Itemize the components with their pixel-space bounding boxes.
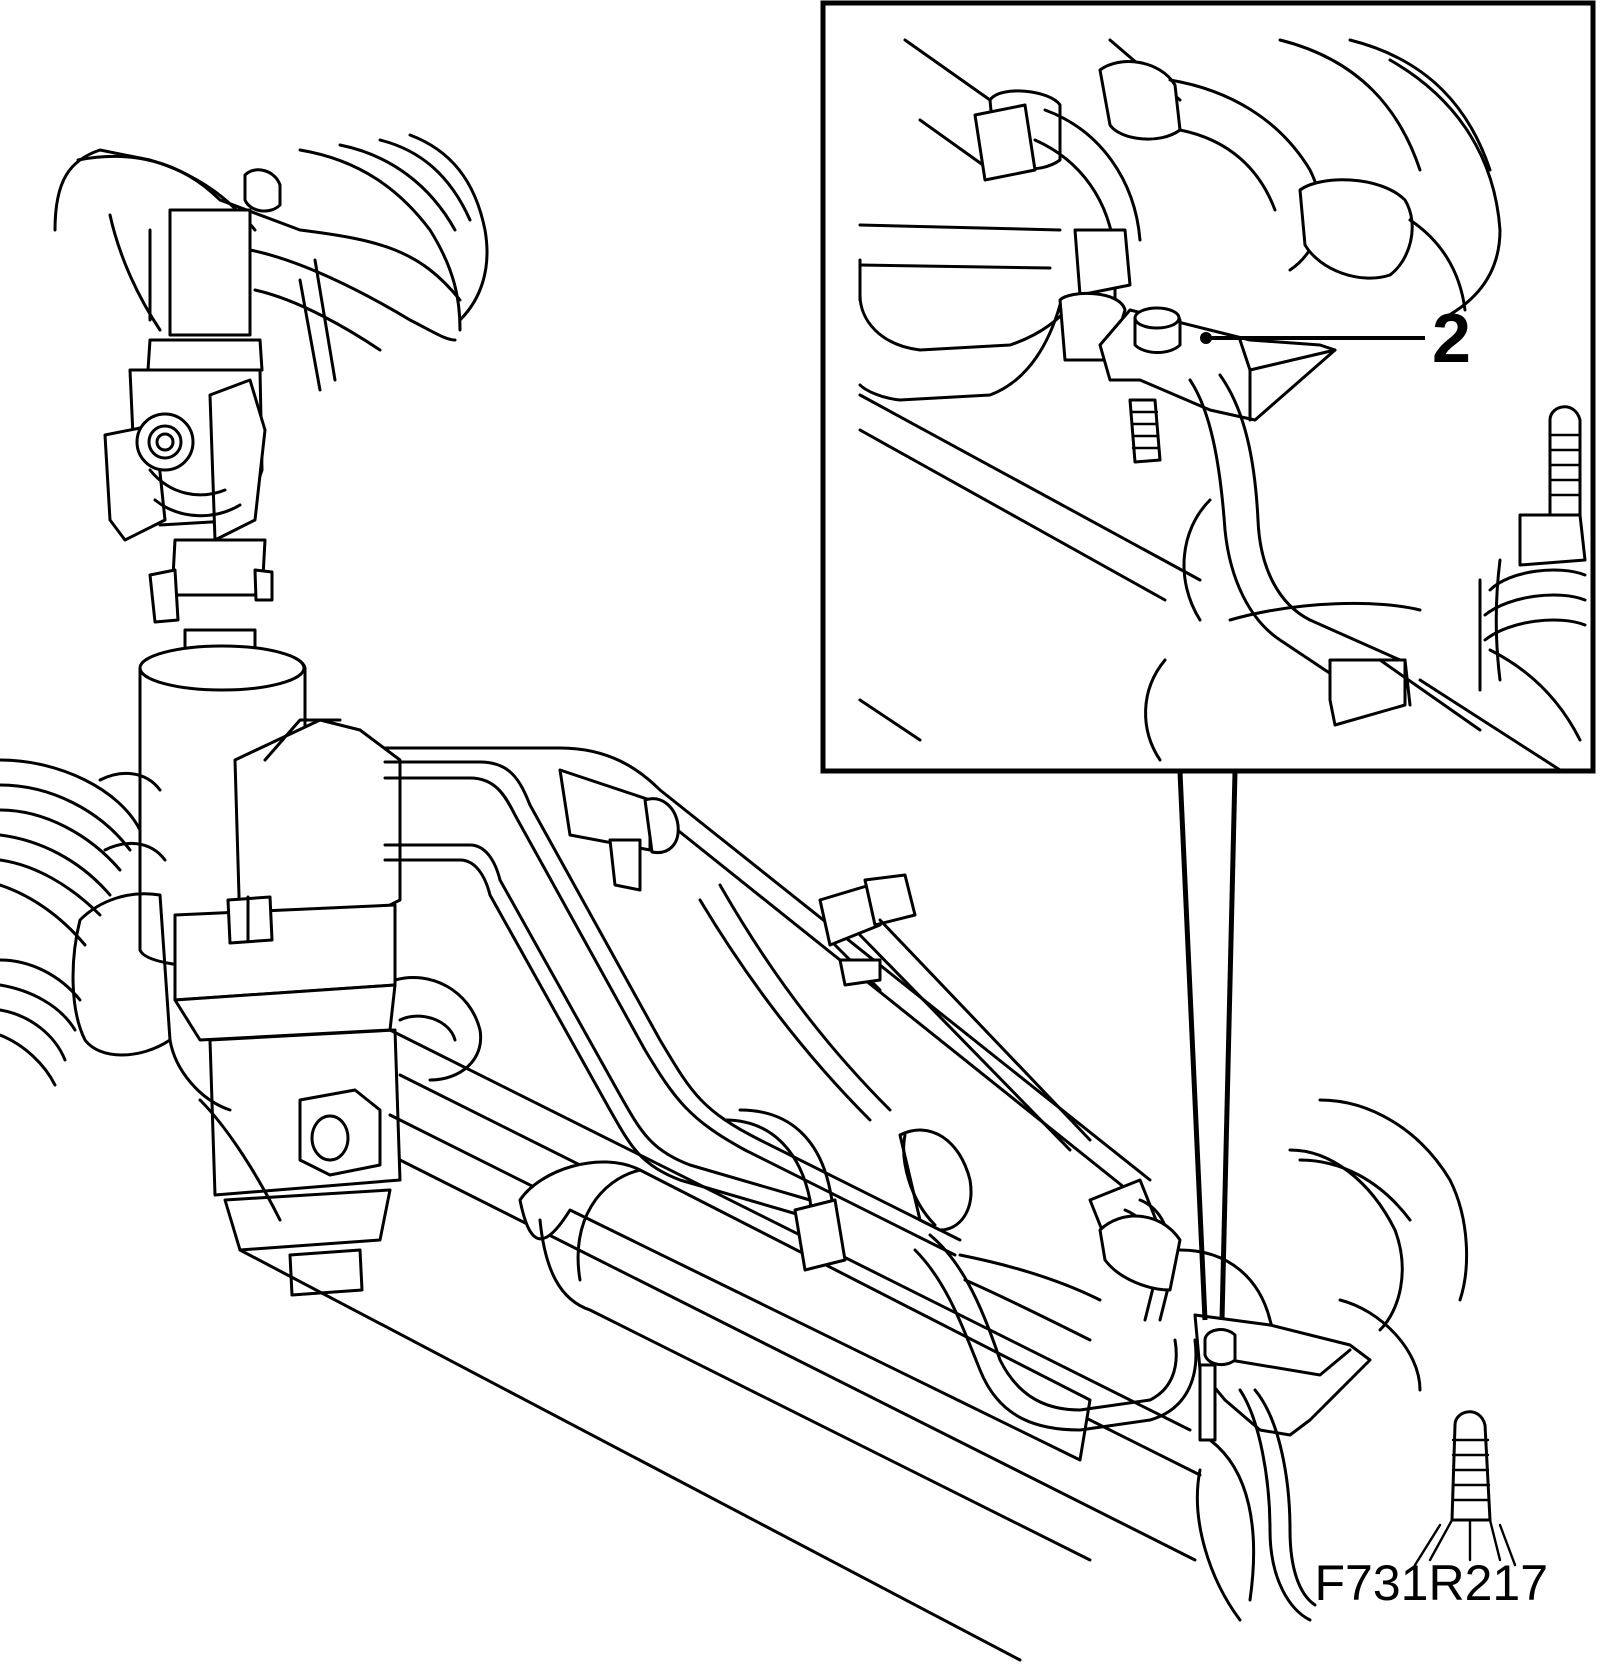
threaded-stud [1413, 1410, 1517, 1567]
detail-inset: 2 [820, 0, 1596, 774]
main-assembly [0, 133, 1517, 1662]
zoom-connector [1177, 771, 1238, 1321]
figure-id: F731R217 [1315, 1555, 1549, 1611]
mounting-bracket [1178, 1098, 1469, 1622]
rack-bellows [0, 758, 232, 1112]
hydraulic-pipes [383, 746, 1198, 1432]
rack-housing [198, 1028, 1256, 1662]
universal-joint [103, 168, 282, 662]
callout-label: 2 [1432, 299, 1471, 377]
upper-hoses [53, 133, 489, 392]
inset-drawing [858, 38, 1587, 772]
callout-dot [1200, 332, 1212, 344]
valve-housing [138, 644, 483, 1297]
